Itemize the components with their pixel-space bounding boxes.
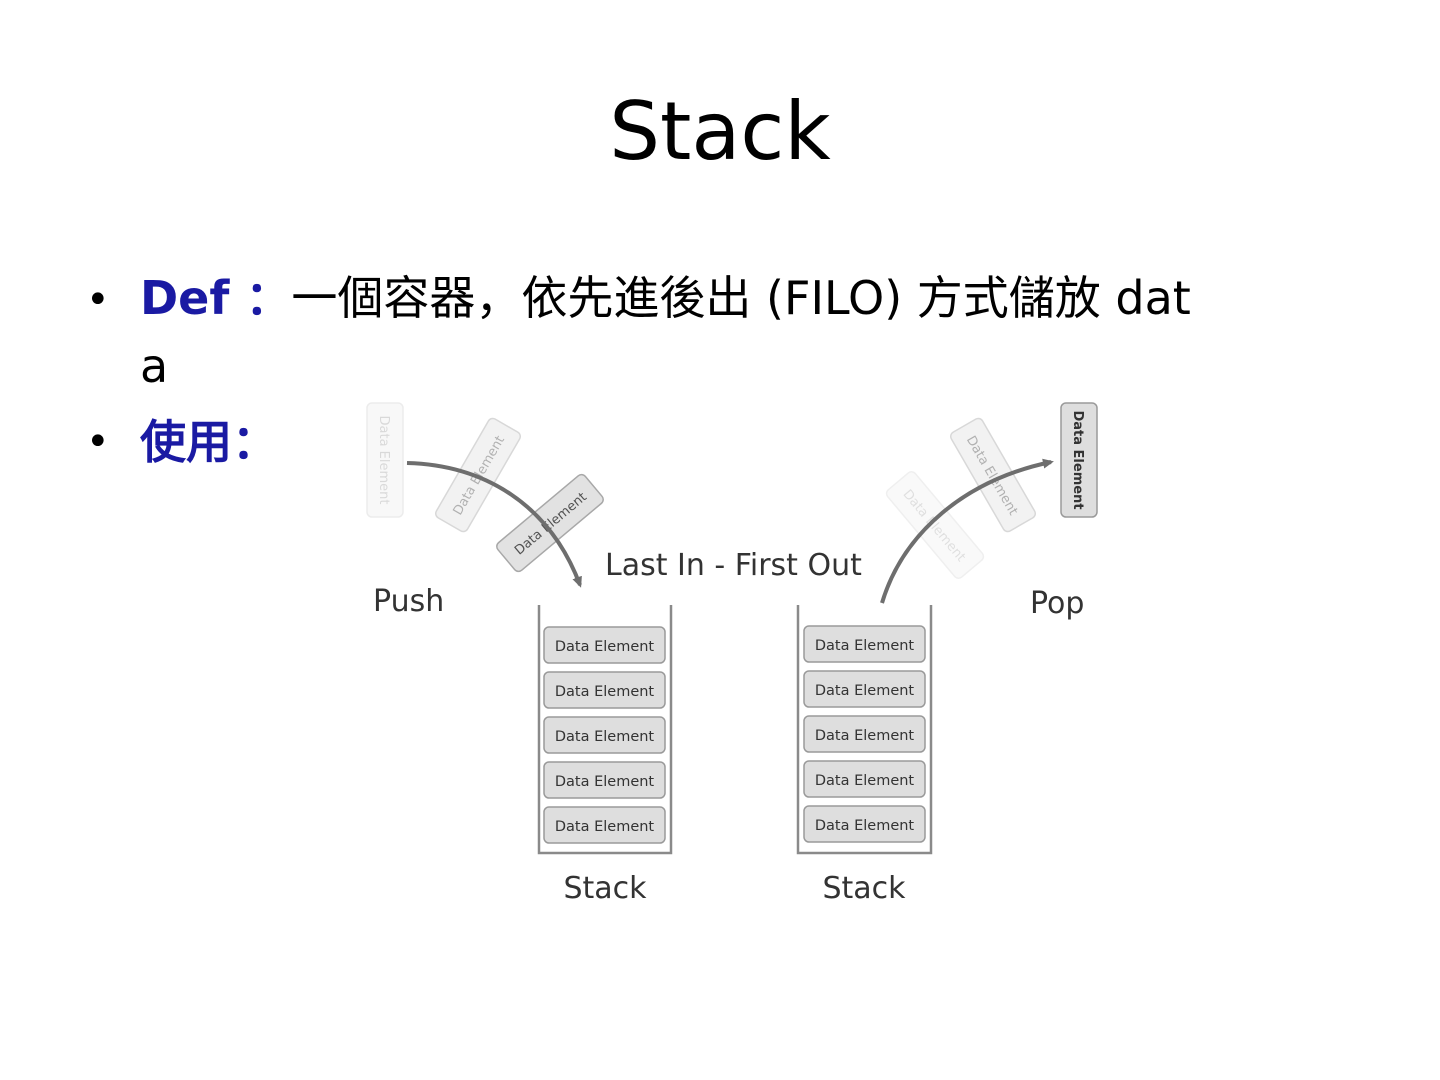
bullet-def-text-wrap: a: [140, 339, 169, 393]
right-stack-element: Data Element: [803, 760, 926, 798]
right-stack-elements: Data Element Data Element Data Element D…: [803, 625, 926, 843]
bullet-usage: 使用：: [140, 408, 1370, 476]
stack-diagram: Data Element Data Element Data Element D…: [366, 402, 1098, 906]
svg-text:Data Element: Data Element: [555, 729, 655, 745]
svg-text:Data Element: Data Element: [555, 639, 655, 655]
bullet-def-keyword: Def ：: [140, 271, 292, 325]
pop-label: Pop: [1030, 586, 1084, 621]
bullet-def: Def ：一個容器，依先進後出 (FILO) 方式儲放 dat a: [140, 264, 1370, 400]
svg-text:Data Element: Data Element: [815, 773, 915, 789]
slide-title: Stack: [609, 85, 831, 178]
left-stack-label: Stack: [563, 871, 647, 906]
left-stack-element: Data Element: [543, 671, 666, 709]
right-stack-label: Stack: [822, 871, 906, 906]
bullet-usage-keyword: 使用：: [140, 415, 278, 469]
pop-element-2: Data Element: [949, 417, 1037, 533]
right-stack-container: [796, 605, 933, 855]
bullet-marker-2: •: [86, 419, 110, 465]
right-stack-element: Data Element: [803, 715, 926, 753]
right-stack-element: Data Element: [803, 670, 926, 708]
svg-text:Data Element: Data Element: [815, 818, 915, 834]
bullet-def-text: 一個容器，依先進後出 (FILO) 方式儲放 dat: [291, 271, 1191, 325]
pop-arrow: [880, 458, 1054, 604]
left-stack-element: Data Element: [543, 716, 666, 754]
push-label: Push: [373, 584, 444, 619]
left-stack-element: Data Element: [543, 761, 666, 799]
right-stack-element: Data Element: [803, 625, 926, 663]
svg-text:Data Element: Data Element: [815, 638, 915, 654]
push-element-3: Data Element: [496, 473, 604, 573]
pop-element-3: Data Element: [1060, 402, 1098, 518]
svg-text:Data Element: Data Element: [815, 728, 915, 744]
svg-text:Data Element: Data Element: [555, 684, 655, 700]
left-stack-container: [537, 605, 673, 855]
left-stack-element: Data Element: [543, 626, 666, 664]
left-stack-elements: Data Element Data Element Data Element D…: [543, 626, 666, 844]
left-stack-element: Data Element: [543, 806, 666, 844]
bullet-marker-1: •: [86, 277, 110, 323]
svg-text:Data Element: Data Element: [815, 683, 915, 699]
svg-text:Data Element: Data Element: [555, 819, 655, 835]
svg-text:Data Element: Data Element: [555, 774, 655, 790]
lifo-caption: Last In - First Out: [605, 548, 862, 583]
push-arrow: [406, 461, 582, 588]
push-element-1-label: Data Element: [376, 416, 391, 505]
right-stack-element: Data Element: [803, 805, 926, 843]
pop-element-3-label: Data Element: [1070, 410, 1085, 509]
push-element-1: Data Element: [366, 402, 404, 518]
